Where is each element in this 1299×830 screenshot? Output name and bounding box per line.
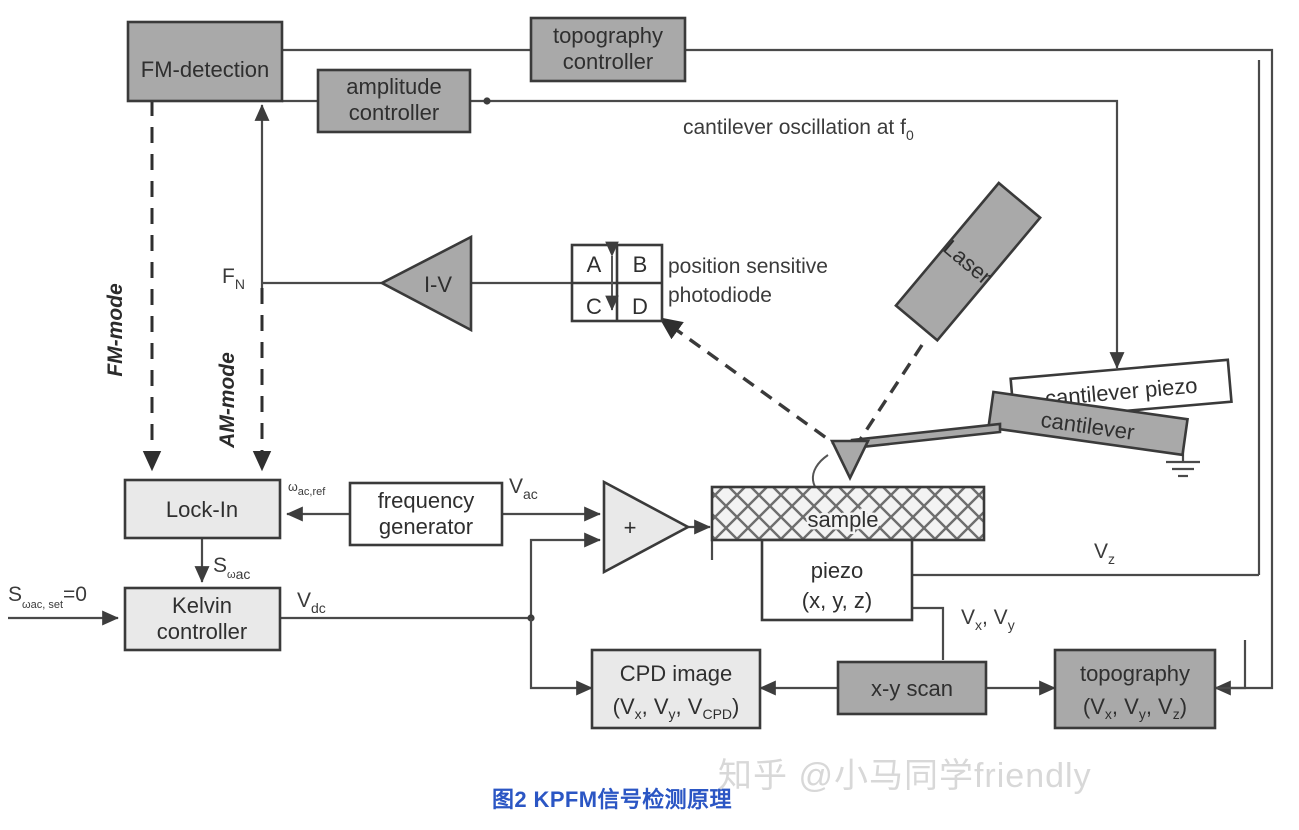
am-mode-label: AM-mode [216, 352, 239, 449]
block-piezo[interactable]: piezo (x, y, z) [760, 538, 914, 622]
topography-image-line1: topography [1080, 661, 1190, 686]
v-dc-label: Vdc [297, 589, 326, 616]
xy-scan-label: x-y scan [871, 676, 953, 701]
piezo-line2: (x, y, z) [802, 588, 872, 613]
iv-amplifier-label: I-V [424, 272, 452, 297]
block-amplitude-controller[interactable]: amplitude controller [316, 68, 472, 134]
fm-mode-label: FM-mode [104, 283, 127, 377]
s-omega-ac-label: Sωac [213, 554, 250, 582]
omega-ac-ref-label: ωac,ref [288, 480, 326, 498]
photodiode-label-line1: position sensitive [668, 255, 828, 278]
sample-label: sample [808, 507, 879, 532]
amplitude-controller-line1: amplitude [346, 74, 441, 99]
wire-vdc-to-cpdimage [529, 618, 593, 696]
beam-tip-to-photodiode [658, 316, 844, 452]
block-laser[interactable]: Laser [894, 181, 1042, 343]
piezo-line1: piezo [811, 558, 864, 583]
block-fm-detection[interactable]: FM-detection [126, 20, 284, 103]
v-z-label: Vz [1094, 540, 1115, 567]
photodiode-quadrant-d: D [632, 294, 648, 319]
v-xy-label: Vx, Vy [961, 606, 1015, 633]
photodiode-quadrant-b: B [633, 252, 648, 277]
normal-force-label: FN [222, 265, 245, 292]
watermark: 知乎 @小马同学friendly [718, 757, 1092, 795]
lock-in-label: Lock-In [166, 497, 238, 522]
block-kelvin-controller[interactable]: Kelvin controller [123, 586, 282, 652]
wire-topography-out [1215, 640, 1247, 690]
topography-image-line2: (Vx, Vy, Vz) [1083, 694, 1187, 722]
wire-vdc-to-amplifier [529, 532, 601, 618]
amplitude-controller-line2: controller [349, 100, 439, 125]
wire-piezo-vxvy [912, 606, 945, 660]
kelvin-controller-line2: controller [157, 619, 247, 644]
afm-tip [829, 439, 871, 481]
s-setpoint-label: Sωac, set=0 [8, 583, 87, 611]
photodiode-quadrant-a: A [587, 252, 602, 277]
block-topography-image[interactable]: topography (Vx, Vy, Vz) [1053, 648, 1217, 730]
topography-controller-line2: controller [563, 49, 653, 74]
frequency-generator-line1: frequency [378, 488, 475, 513]
cpd-image-line2: (Vx, Vy, VCPD) [613, 694, 740, 722]
wire-ampcontroller-to-cantileverpiezo [470, 99, 1125, 369]
block-xy-scan[interactable]: x-y scan [836, 660, 988, 716]
block-frequency-generator[interactable]: frequency generator [348, 481, 504, 547]
photodiode-label-line2: photodiode [668, 284, 772, 307]
figure-caption: 图2 KPFM信号检测原理 [492, 787, 732, 812]
block-lock-in[interactable]: Lock-In [123, 478, 282, 540]
block-summing-amplifier[interactable]: + [602, 479, 691, 575]
topography-controller-line1: topography [553, 23, 663, 48]
fm-detection-label: FM-detection [141, 57, 269, 82]
frequency-generator-line2: generator [379, 514, 473, 539]
block-cpd-image[interactable]: CPD image (Vx, Vy, VCPD) [590, 648, 762, 730]
block-topography-controller[interactable]: topography controller [529, 16, 687, 83]
block-cantilever[interactable]: cantilever [986, 390, 1189, 457]
block-iv-amplifier[interactable]: I-V [379, 234, 473, 333]
cpd-image-line1: CPD image [620, 661, 732, 686]
block-sample[interactable]: sample [710, 485, 986, 542]
wire-junction-amp [483, 97, 491, 105]
photodiode-quadrants[interactable]: A B C D [570, 241, 664, 323]
kelvin-controller-line1: Kelvin [172, 593, 232, 618]
cantilever-beam [850, 422, 1002, 450]
v-ac-label: Vac [509, 475, 538, 502]
summing-amplifier-label: + [624, 515, 637, 540]
photodiode-quadrant-c: C [586, 294, 602, 319]
cantilever-oscillation-label: cantilever oscillation at f0 [683, 116, 914, 143]
